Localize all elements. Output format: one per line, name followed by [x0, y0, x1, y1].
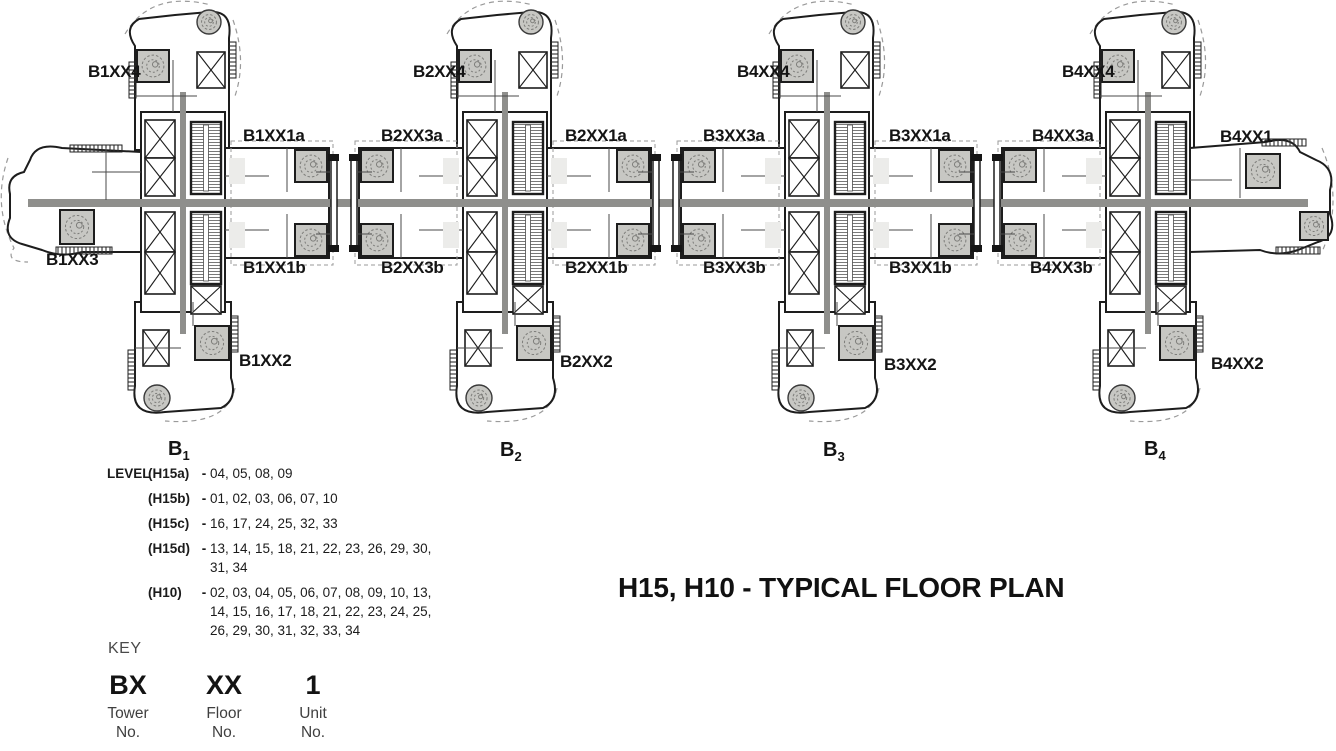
key-label-line1: Unit: [299, 705, 327, 722]
floor-plan-drawing: [0, 0, 1334, 423]
level-code: (H10): [148, 585, 182, 600]
unit-label-b4xx3a: B4XX3a: [1032, 126, 1094, 145]
level-values: 13, 14, 15, 18, 21, 22, 23, 26, 29, 30, …: [210, 541, 432, 575]
level-values: 16, 17, 24, 25, 32, 33: [210, 516, 338, 531]
level-row: (H10) - 02, 03, 04, 05, 06, 07, 08, 09, …: [107, 583, 450, 640]
key-label-line1: Tower: [107, 705, 149, 722]
unit-label-b2xx1b: B2XX1b: [565, 258, 628, 277]
levels-legend: LEVEL (H15a) - 04, 05, 08, 09 (H15b) - 0…: [107, 464, 450, 646]
unit-label-b3xx3b: B3XX3b: [703, 258, 766, 277]
sheet-title: H15, H10 - TYPICAL FLOOR PLAN: [618, 572, 1065, 603]
unit-label-b3xx2: B3XX2: [884, 355, 937, 374]
level-code: (H15a): [148, 466, 190, 481]
level-code: (H15b): [148, 491, 191, 506]
unit-label-b1xx4: B1XX4: [88, 62, 141, 81]
key-item-unit: 1 Unit No.: [277, 670, 349, 742]
unit-label-b4xx3b: B4XX3b: [1030, 258, 1093, 277]
unit-label-b3xx3a: B3XX3a: [703, 126, 765, 145]
unit-label-b4xx4: B4XX4: [1062, 62, 1115, 81]
unit-label-b1xx2: B1XX2: [239, 351, 292, 370]
level-separator: -: [201, 541, 207, 556]
unit-label-b2xx3b: B2XX3b: [381, 258, 444, 277]
unit-label-b3xx1b: B3XX1b: [889, 258, 952, 277]
level-row: (H15d) - 13, 14, 15, 18, 21, 22, 23, 26,…: [107, 539, 450, 577]
unit-label-b3xx1a: B3XX1a: [889, 126, 951, 145]
tower-marker-b2: B2: [500, 439, 522, 464]
unit-label-b1xx1b: B1XX1b: [243, 258, 306, 277]
unit-label-b2xx3a: B2XX3a: [381, 126, 443, 145]
key-symbol: 1: [305, 670, 321, 700]
level-values: 04, 05, 08, 09: [210, 466, 293, 481]
key-heading: KEY: [108, 640, 142, 657]
key-item-floor: XX Floor No.: [188, 670, 260, 742]
level-values: 02, 03, 04, 05, 06, 07, 08, 09, 10, 13, …: [210, 585, 432, 638]
level-code: (H15d): [148, 541, 191, 556]
level-values: 01, 02, 03, 06, 07, 10: [210, 491, 338, 506]
level-row: (H15b) - 01, 02, 03, 06, 07, 10: [107, 489, 450, 508]
tower-marker-b1: B1: [168, 438, 190, 463]
key-symbol: XX: [205, 670, 243, 700]
tower-marker-b3: B3: [823, 439, 845, 464]
key-label-line2: No.: [115, 724, 141, 741]
level-row: LEVEL (H15a) - 04, 05, 08, 09: [107, 464, 450, 483]
key-item-tower: BX Tower No.: [92, 670, 164, 742]
unit-label-b1xx3: B1XX3: [46, 250, 99, 269]
unit-label-b4xx2: B4XX2: [1211, 354, 1264, 373]
unit-label-b2xx1a: B2XX1a: [565, 126, 627, 145]
level-separator: -: [201, 516, 207, 531]
unit-label-b4xx4: B4XX4: [737, 62, 790, 81]
unit-label-b1xx1a: B1XX1a: [243, 126, 305, 145]
levels-heading: LEVEL: [107, 466, 151, 481]
level-code: (H15c): [148, 516, 190, 531]
unit-label-b4xx1: B4XX1: [1220, 127, 1273, 146]
key-label-line2: No.: [211, 724, 237, 741]
unit-label-b2xx2: B2XX2: [560, 352, 613, 371]
level-separator: -: [201, 466, 207, 481]
level-separator: -: [201, 585, 207, 600]
key-symbol: BX: [109, 670, 147, 700]
tower-marker-b4: B4: [1144, 438, 1166, 463]
unit-label-b2xx4: B2XX4: [413, 62, 466, 81]
key-label-line2: No.: [300, 724, 326, 741]
level-row: (H15c) - 16, 17, 24, 25, 32, 33: [107, 514, 450, 533]
key-label-line1: Floor: [206, 705, 242, 722]
level-separator: -: [201, 491, 207, 506]
